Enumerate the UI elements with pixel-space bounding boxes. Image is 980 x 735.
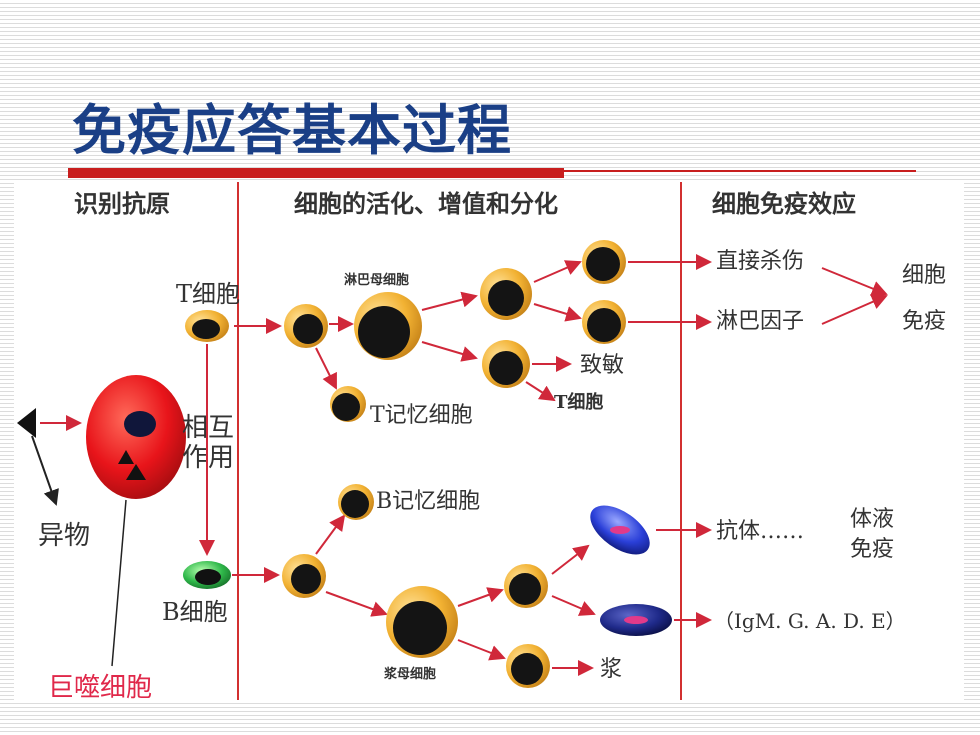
b-memory-core	[341, 490, 369, 518]
t-memory-core	[332, 393, 360, 421]
title-underline-bar	[68, 168, 564, 178]
engulfed-antigen-icon	[118, 450, 146, 480]
arrow-plasmablast-down	[457, 639, 506, 661]
label-lymphokine: 淋巴因子	[716, 309, 804, 334]
arrow-to-t-memory	[315, 347, 337, 390]
arrow-to-t-cell-small	[525, 381, 556, 402]
plasma-cell-antibody-core	[610, 526, 630, 534]
label-t-cell-small: T细胞	[554, 391, 603, 413]
label-t-cell: T细胞	[176, 280, 240, 308]
arrow-antigen-to-foreign	[31, 435, 59, 506]
label-cellular-immunity-1: 细胞	[902, 263, 946, 288]
label-b-cell: B细胞	[162, 598, 228, 626]
diagram-canvas: 识别抗原 细胞的活化、增值和分化 细胞免疫效应 异物 巨噬细胞 相互 作用 T细…	[17, 182, 946, 700]
label-sensitized: 致敏	[580, 353, 624, 378]
label-humoral-2: 免疫	[850, 537, 894, 562]
macrophage-nucleus	[124, 411, 156, 437]
b-cell-core	[195, 569, 221, 585]
plasmablast-core	[393, 601, 447, 655]
label-foreign: 异物	[38, 521, 90, 551]
arrow-to-helper	[533, 303, 582, 322]
arrow-to-b-memory	[315, 514, 346, 555]
label-plasmablast: 浆母细胞	[383, 666, 436, 682]
label-t-memory: T记忆细胞	[370, 403, 473, 428]
arrow-to-killer	[533, 260, 582, 283]
effector-t-lower-core	[489, 351, 523, 385]
label-interaction-1: 相互	[182, 413, 234, 443]
header-activation: 细胞的活化、增值和分化	[294, 189, 558, 218]
t-cell-core	[192, 319, 220, 339]
label-lymphoblast: 淋巴母细胞	[344, 272, 409, 288]
label-antibody: 抗体……	[716, 519, 804, 544]
label-interaction-2: 作用	[182, 443, 234, 473]
arrow-lymphoblast-up	[421, 291, 478, 311]
arrow-to-ig-cell	[551, 595, 596, 616]
label-direct-kill: 直接杀伤	[716, 249, 804, 274]
slide-title: 免疫应答基本过程	[72, 99, 512, 162]
arrow-plasmablast-up	[457, 587, 504, 607]
plasma-cell-ig-core	[624, 616, 648, 624]
antigen-triangle-icon	[17, 408, 36, 438]
label-b-memory: B记忆细胞	[376, 489, 480, 514]
activated-t-core	[293, 314, 323, 344]
arrow-lymphokine-to-cellular	[821, 294, 888, 325]
effector-t-upper-core	[488, 280, 524, 316]
arrow-kill-to-cellular	[821, 267, 888, 297]
arrow-lymphoblast-down	[421, 341, 478, 362]
plasma-precursor-upper-core	[509, 573, 541, 605]
label-cellular-immunity-2: 免疫	[902, 309, 946, 334]
lymphoblast-core	[358, 306, 410, 358]
macrophage-pointer-line	[111, 499, 127, 667]
header-effect: 细胞免疫效应	[712, 189, 856, 218]
immune-response-diagram: 识别抗原 细胞的活化、增值和分化 细胞免疫效应 异物 巨噬细胞 相互 作用 T细…	[14, 182, 964, 700]
label-ig-classes: （IgM. G. A. D. E）	[714, 609, 906, 633]
title-underline-rule	[564, 170, 916, 172]
arrow-to-antibody-cell	[551, 544, 590, 575]
killer-t-core	[586, 247, 620, 281]
helper-t-core	[587, 308, 621, 342]
arrow-to-plasmablast	[325, 591, 388, 617]
plasma-precursor-lower-core	[511, 653, 543, 685]
label-plasma: 浆	[600, 657, 622, 682]
activated-b-core	[291, 564, 321, 594]
header-recognition: 识别抗原	[74, 189, 170, 218]
label-humoral-1: 体液	[850, 507, 894, 532]
label-macrophage: 巨噬细胞	[48, 673, 152, 700]
macrophage-cell	[86, 375, 186, 499]
